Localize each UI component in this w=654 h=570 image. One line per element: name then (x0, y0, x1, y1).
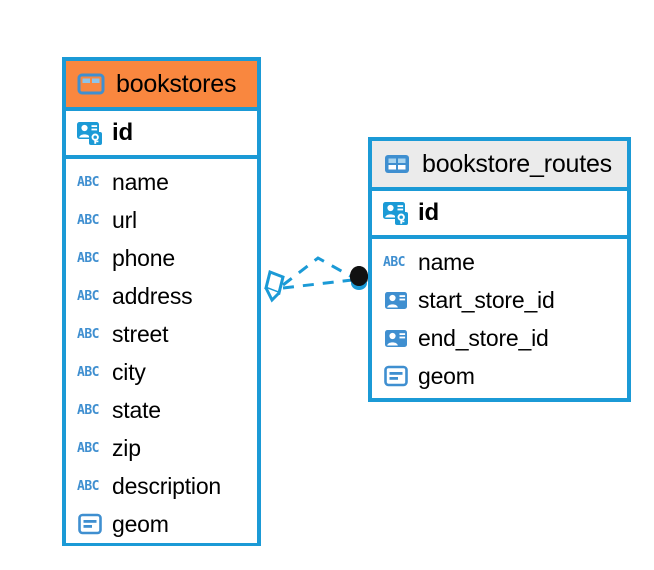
primary-key-icon (382, 199, 410, 227)
field-label: name (418, 248, 475, 275)
field-label: geom (418, 362, 475, 389)
entity-title: bookstores (116, 69, 237, 98)
entity-bookstore-routes[interactable]: bookstore_routes id (368, 137, 631, 402)
foreign-key-icon (383, 287, 409, 313)
abc-text-icon: ABC (77, 402, 99, 418)
entity-title: bookstore_routes (422, 149, 612, 178)
table-icon (76, 69, 106, 99)
field-label: state (112, 396, 161, 423)
geometry-icon (77, 511, 103, 537)
field-label: geom (112, 510, 169, 537)
entity-header-bookstore-routes[interactable]: bookstore_routes (372, 141, 627, 191)
field-label: street (112, 320, 169, 347)
abc-text-icon: ABC (77, 250, 99, 266)
field-row[interactable]: ABC state (66, 391, 257, 429)
field-row[interactable]: ABC zip (66, 429, 257, 467)
foreign-key-icon (383, 325, 409, 351)
field-label: phone (112, 244, 175, 271)
field-label: zip (112, 434, 141, 461)
entity-header-bookstores[interactable]: bookstores (66, 61, 257, 111)
field-row[interactable]: ABC name (66, 163, 257, 201)
crows-foot-diamond-icon (264, 269, 285, 303)
field-label: address (112, 282, 193, 309)
field-label: name (112, 168, 169, 195)
field-label: city (112, 358, 146, 385)
abc-text-icon: ABC (77, 440, 99, 456)
primary-key-icon (76, 119, 104, 147)
field-row[interactable]: ABC url (66, 201, 257, 239)
abc-text-icon: ABC (77, 212, 99, 228)
abc-text-icon: ABC (77, 326, 99, 342)
field-row[interactable]: ABC phone (66, 239, 257, 277)
field-row[interactable]: end_store_id (372, 319, 627, 357)
field-row[interactable]: ABC city (66, 353, 257, 391)
field-row[interactable]: geom (66, 505, 257, 543)
field-row[interactable]: geom (372, 357, 627, 395)
field-label: start_store_id (418, 286, 555, 313)
abc-text-icon: ABC (77, 288, 99, 304)
primary-key-label: id (418, 199, 439, 226)
abc-text-icon: ABC (383, 254, 405, 270)
field-label: url (112, 206, 137, 233)
field-row[interactable]: start_store_id (372, 281, 627, 319)
abc-text-icon: ABC (77, 364, 99, 380)
abc-text-icon: ABC (77, 174, 99, 190)
field-list-bookstore-routes: ABC name start_store_id (372, 239, 627, 397)
primary-key-row[interactable]: id (372, 191, 627, 239)
field-row[interactable]: ABC description (66, 467, 257, 505)
geometry-icon (383, 363, 409, 389)
field-label: end_store_id (418, 324, 549, 351)
field-row[interactable]: ABC address (66, 277, 257, 315)
abc-text-icon: ABC (77, 478, 99, 494)
relationship-line-upper (282, 256, 353, 287)
primary-key-label: id (112, 119, 133, 146)
field-row[interactable]: ABC street (66, 315, 257, 353)
relationship-line-lower (282, 278, 353, 290)
filled-circle-endpoint-icon (350, 266, 368, 290)
table-icon (382, 149, 412, 179)
field-row[interactable]: ABC name (372, 243, 627, 281)
entity-bookstores[interactable]: bookstores id (62, 57, 261, 546)
field-list-bookstores: ABC name ABC url ABC phone ABC address A… (66, 159, 257, 545)
field-label: description (112, 472, 222, 499)
primary-key-row[interactable]: id (66, 111, 257, 159)
